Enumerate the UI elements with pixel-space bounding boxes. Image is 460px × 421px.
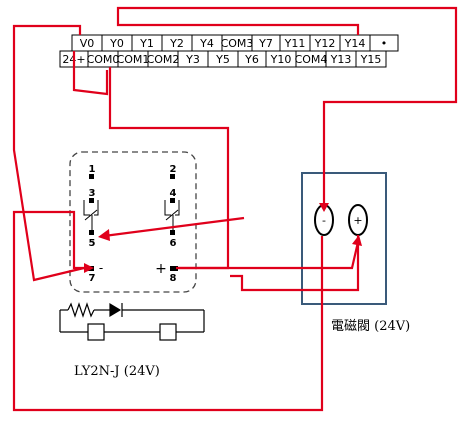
wire-arrow-to-solenoid xyxy=(178,241,360,270)
arrow-head-icon xyxy=(84,263,94,273)
arrow-head-icon xyxy=(98,229,110,241)
relay: 1 2 3 4 5 6 7 8 - + xyxy=(59,151,205,379)
relay-plus-mark: + xyxy=(155,261,167,277)
coil-circuit xyxy=(59,302,205,341)
terminal-label: Y2 xyxy=(169,37,184,50)
pin-label-3: 3 xyxy=(89,188,96,199)
relay-model-label: LY2N-J (24V) xyxy=(74,364,160,379)
diode-icon xyxy=(109,302,122,318)
contact-switch-left xyxy=(83,200,99,230)
terminal-label: COM1 xyxy=(117,53,150,66)
contact-switch-right xyxy=(164,200,180,230)
terminal-label: COM0 xyxy=(87,53,120,66)
red-wiring xyxy=(12,6,458,412)
relay-outline xyxy=(69,151,197,293)
wire-v0-to-relay-7 xyxy=(12,24,85,282)
terminal-label: Y1 xyxy=(139,37,154,50)
terminal-label: Y0 xyxy=(109,37,124,50)
solenoid-plus-mark: + xyxy=(353,214,362,227)
relay-minus-mark: - xyxy=(99,261,103,275)
terminal-label: Y12 xyxy=(314,37,336,50)
pin-label-8: 8 xyxy=(170,273,177,284)
terminal-label: Y13 xyxy=(330,53,352,66)
wire-relay-7-loop xyxy=(12,210,324,412)
pin-label-2: 2 xyxy=(170,164,177,175)
arrowheads xyxy=(84,203,362,273)
solenoid-minus-mark: - xyxy=(322,214,326,227)
solenoid-label: 電磁閥 (24V) xyxy=(331,319,410,334)
pin-label-4: 4 xyxy=(170,188,177,199)
pin-label-1: 1 xyxy=(89,164,96,175)
wire-solenoid-plus-to-relay xyxy=(230,235,360,292)
terminal-label: Y11 xyxy=(284,37,306,50)
terminal-label: Y6 xyxy=(244,53,259,66)
pin-label-5: 5 xyxy=(89,238,96,249)
resistor-icon xyxy=(67,302,95,318)
plc-terminal-block: V0 Y0 Y1 Y2 Y4 COM3 Y7 Y11 Y12 Y14 • 24+… xyxy=(59,34,399,68)
terminal-label: • xyxy=(381,37,388,50)
terminal-label: COM2 xyxy=(147,53,180,66)
terminal-label: Y3 xyxy=(185,53,200,66)
pin-label-7: 7 xyxy=(89,273,96,284)
pin-label-6: 6 xyxy=(170,238,177,249)
arrow-head-icon xyxy=(352,235,362,246)
solenoid-valve: - + 電磁閥 (24V) xyxy=(301,172,410,334)
terminal-label: COM3 xyxy=(221,37,254,50)
terminal-label: COM4 xyxy=(295,53,328,66)
terminal-label: Y15 xyxy=(360,53,382,66)
terminal-label: Y4 xyxy=(199,37,214,50)
wire-com0-loop xyxy=(72,51,109,96)
wire-arrow-to-relay-5 xyxy=(103,216,245,238)
terminal-label: Y14 xyxy=(344,37,366,50)
arrow-head-icon xyxy=(319,203,329,212)
terminal-label: Y10 xyxy=(270,53,292,66)
wire-y14-to-solenoid-minus xyxy=(116,6,458,205)
terminal-label: Y7 xyxy=(258,37,273,50)
solenoid-box xyxy=(301,172,387,305)
terminal-label: V0 xyxy=(80,37,95,50)
terminal-label: Y5 xyxy=(215,53,230,66)
